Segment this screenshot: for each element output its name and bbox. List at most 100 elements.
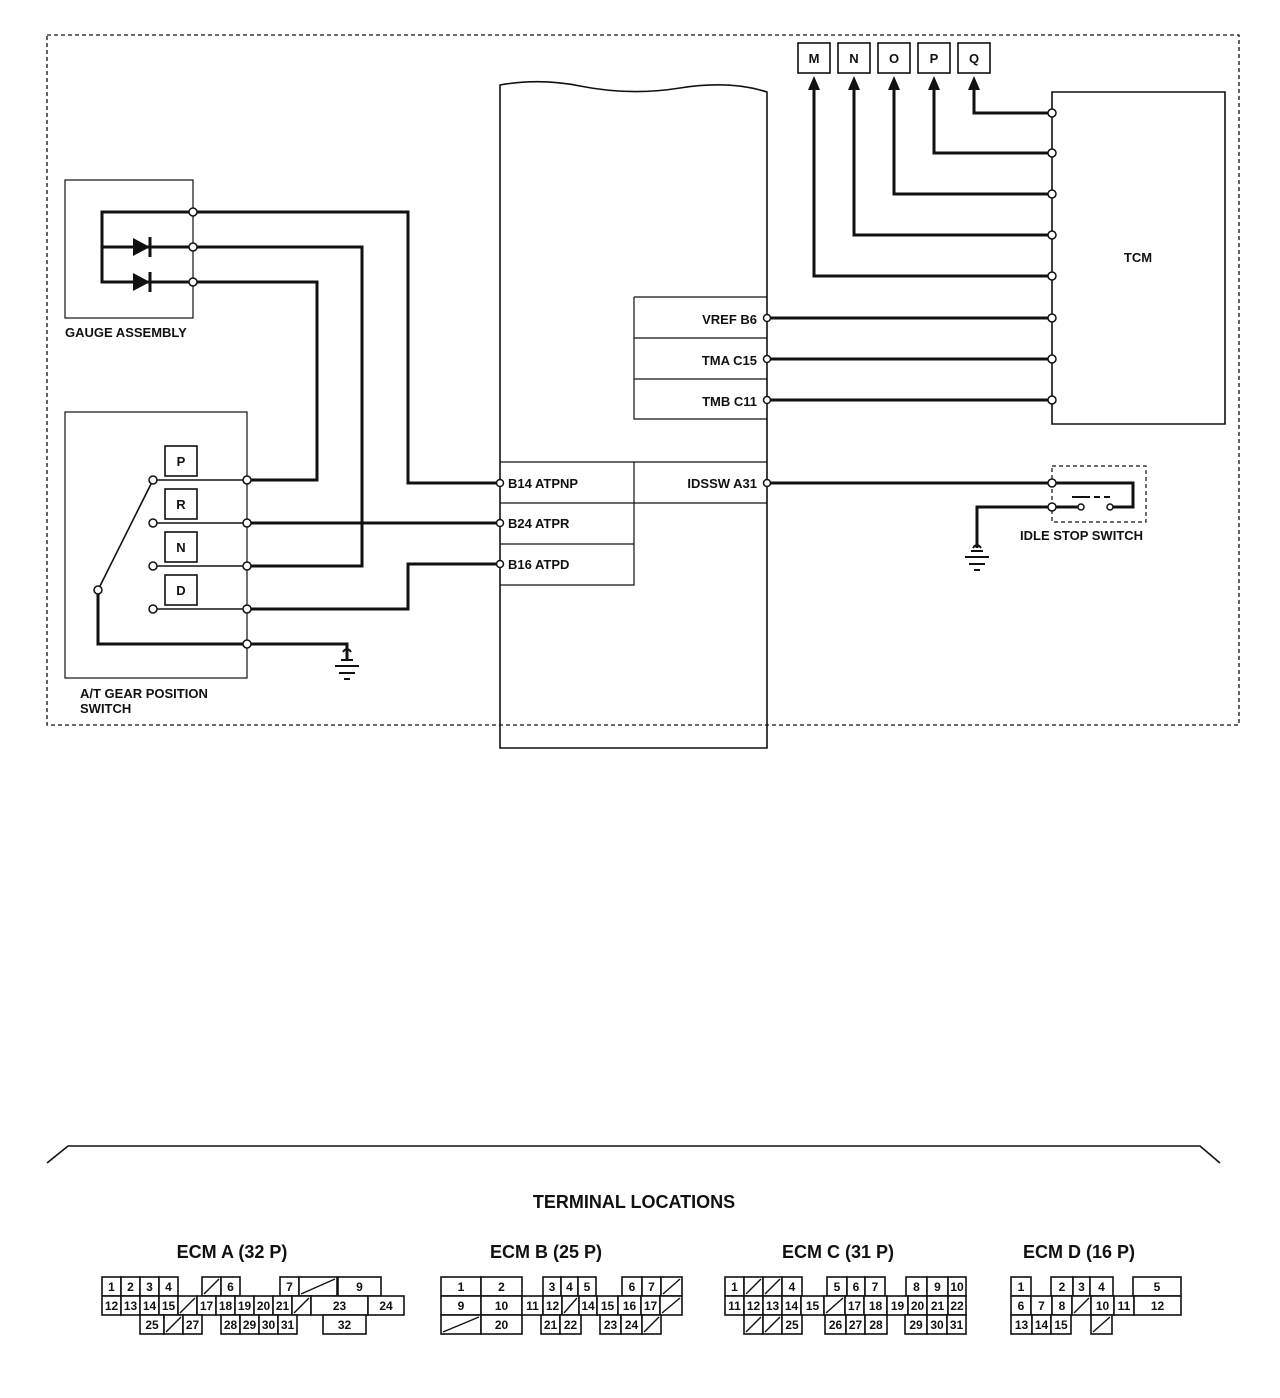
terminal-cell (367, 1295, 405, 1316)
blank-terminal-mark (1073, 1297, 1090, 1314)
terminal-number: 2 (1059, 1280, 1066, 1294)
terminal-number: 31 (281, 1318, 295, 1332)
terminal-cell (480, 1314, 523, 1335)
terminal-number: 4 (165, 1280, 172, 1294)
terminal-number: 15 (806, 1299, 820, 1313)
terminal-number: 8 (1059, 1299, 1066, 1313)
terminal-number: 1 (731, 1280, 738, 1294)
terminal-number: 20 (911, 1299, 925, 1313)
terminal-cell (182, 1314, 203, 1335)
terminal-number: 18 (869, 1299, 883, 1313)
terminal-number: 7 (648, 1280, 655, 1294)
terminal-number: 7 (1038, 1299, 1045, 1313)
terminal-number: 24 (379, 1299, 393, 1313)
tcm-box: TCM (1051, 91, 1226, 425)
terminal-number: 10 (1096, 1299, 1110, 1313)
terminal-number: 1 (458, 1280, 465, 1294)
terminal-number: 27 (186, 1318, 200, 1332)
terminal-number: 20 (257, 1299, 271, 1313)
terminal-number: 2 (127, 1280, 134, 1294)
terminal-number: 9 (934, 1280, 941, 1294)
terminal-number: 31 (950, 1318, 964, 1332)
arrow-up-icon (848, 76, 860, 90)
idle-stop-switch: IDLE STOP SWITCH (1020, 465, 1147, 543)
idle-stop-switch-label: IDLE STOP SWITCH (1020, 528, 1143, 543)
blank-terminal-mark (662, 1278, 681, 1295)
gear-switch-label-line1: A/T GEAR POSITION (80, 686, 208, 701)
ecm-d-label: ECM D (16 P) (1023, 1242, 1135, 1262)
terminal-number: 14 (581, 1299, 595, 1313)
blank-terminal-mark (442, 1316, 480, 1333)
terminal-number: 22 (564, 1318, 578, 1332)
arrow-up-icon (808, 76, 820, 90)
terminal-number: 8 (913, 1280, 920, 1294)
blank-terminal-mark (165, 1316, 182, 1333)
arrow-up-icon (928, 76, 940, 90)
terminal-number: 2 (498, 1280, 505, 1294)
terminal-number: 11 (1118, 1299, 1131, 1313)
terminal-number: 9 (458, 1299, 465, 1313)
wires-right (767, 90, 1052, 548)
arrow-up-icon (888, 76, 900, 90)
terminal-number: 15 (601, 1299, 615, 1313)
terminal-number: 26 (829, 1318, 843, 1332)
blank-terminal-mark (1092, 1316, 1111, 1333)
gear-position-r: R (176, 497, 186, 512)
blank-terminal-mark (764, 1278, 781, 1295)
blank-terminal-mark (563, 1297, 578, 1314)
terminal-number: 22 (950, 1299, 964, 1313)
ecm-pin-idssw: IDSSW A31 (687, 476, 757, 491)
connector-n: N (849, 51, 858, 66)
gear-position-n: N (176, 540, 185, 555)
terminal-cell (946, 1314, 967, 1335)
terminal-number: 13 (1015, 1318, 1029, 1332)
terminal-number: 27 (849, 1318, 863, 1332)
terminal-number: 16 (623, 1299, 637, 1313)
terminal-number: 10 (950, 1280, 964, 1294)
gear-switch-label-line2: SWITCH (80, 701, 131, 716)
terminal-number: 23 (604, 1318, 618, 1332)
tcm-label: TCM (1124, 250, 1152, 265)
ecm-a-label: ECM A (32 P) (177, 1242, 288, 1262)
ecm-pin-cells (500, 296, 767, 586)
blank-terminal-mark (203, 1278, 220, 1295)
terminal-number: 25 (785, 1318, 799, 1332)
connector-group: M N O P Q (797, 42, 991, 90)
terminal-number: 23 (333, 1299, 347, 1313)
ecm-b-label: ECM B (25 P) (490, 1242, 602, 1262)
ecm-pin-atpr: B24 ATPR (508, 516, 570, 531)
terminal-number: 12 (1151, 1299, 1165, 1313)
ecm-pin-atpd: B16 ATPD (508, 557, 569, 572)
blank-terminal-mark (293, 1297, 310, 1314)
ecm-pin-tmb: TMB C11 (702, 394, 757, 409)
terminal-number: 28 (224, 1318, 238, 1332)
ecm-c-label: ECM C (31 P) (782, 1242, 894, 1262)
terminal-number: 30 (930, 1318, 944, 1332)
terminal-cell (864, 1314, 888, 1335)
terminal-number: 4 (566, 1280, 573, 1294)
terminal-number: 6 (227, 1280, 234, 1294)
blank-terminal-mark (745, 1316, 762, 1333)
terminal-number: 25 (145, 1318, 159, 1332)
terminal-number: 29 (909, 1318, 923, 1332)
terminal-cell (322, 1314, 367, 1335)
terminal-number: 14 (1035, 1318, 1049, 1332)
terminal-number: 9 (356, 1280, 363, 1294)
terminal-number: 3 (1078, 1280, 1085, 1294)
terminal-number: 6 (853, 1280, 860, 1294)
terminal-number: 5 (834, 1280, 841, 1294)
terminal-number: 10 (495, 1299, 509, 1313)
wires-left (193, 210, 500, 659)
blank-terminal-mark (764, 1316, 781, 1333)
terminal-number: 5 (1154, 1280, 1161, 1294)
ecm-pin-atpnp: B14 ATPNP (508, 476, 578, 491)
terminal-number: 19 (238, 1299, 252, 1313)
arrow-up-icon (968, 76, 980, 90)
terminal-number: 32 (338, 1318, 352, 1332)
terminal-number: 17 (200, 1299, 214, 1313)
gauge-assembly-label: GAUGE ASSEMBLY (65, 325, 187, 340)
connector-q: Q (969, 51, 979, 66)
